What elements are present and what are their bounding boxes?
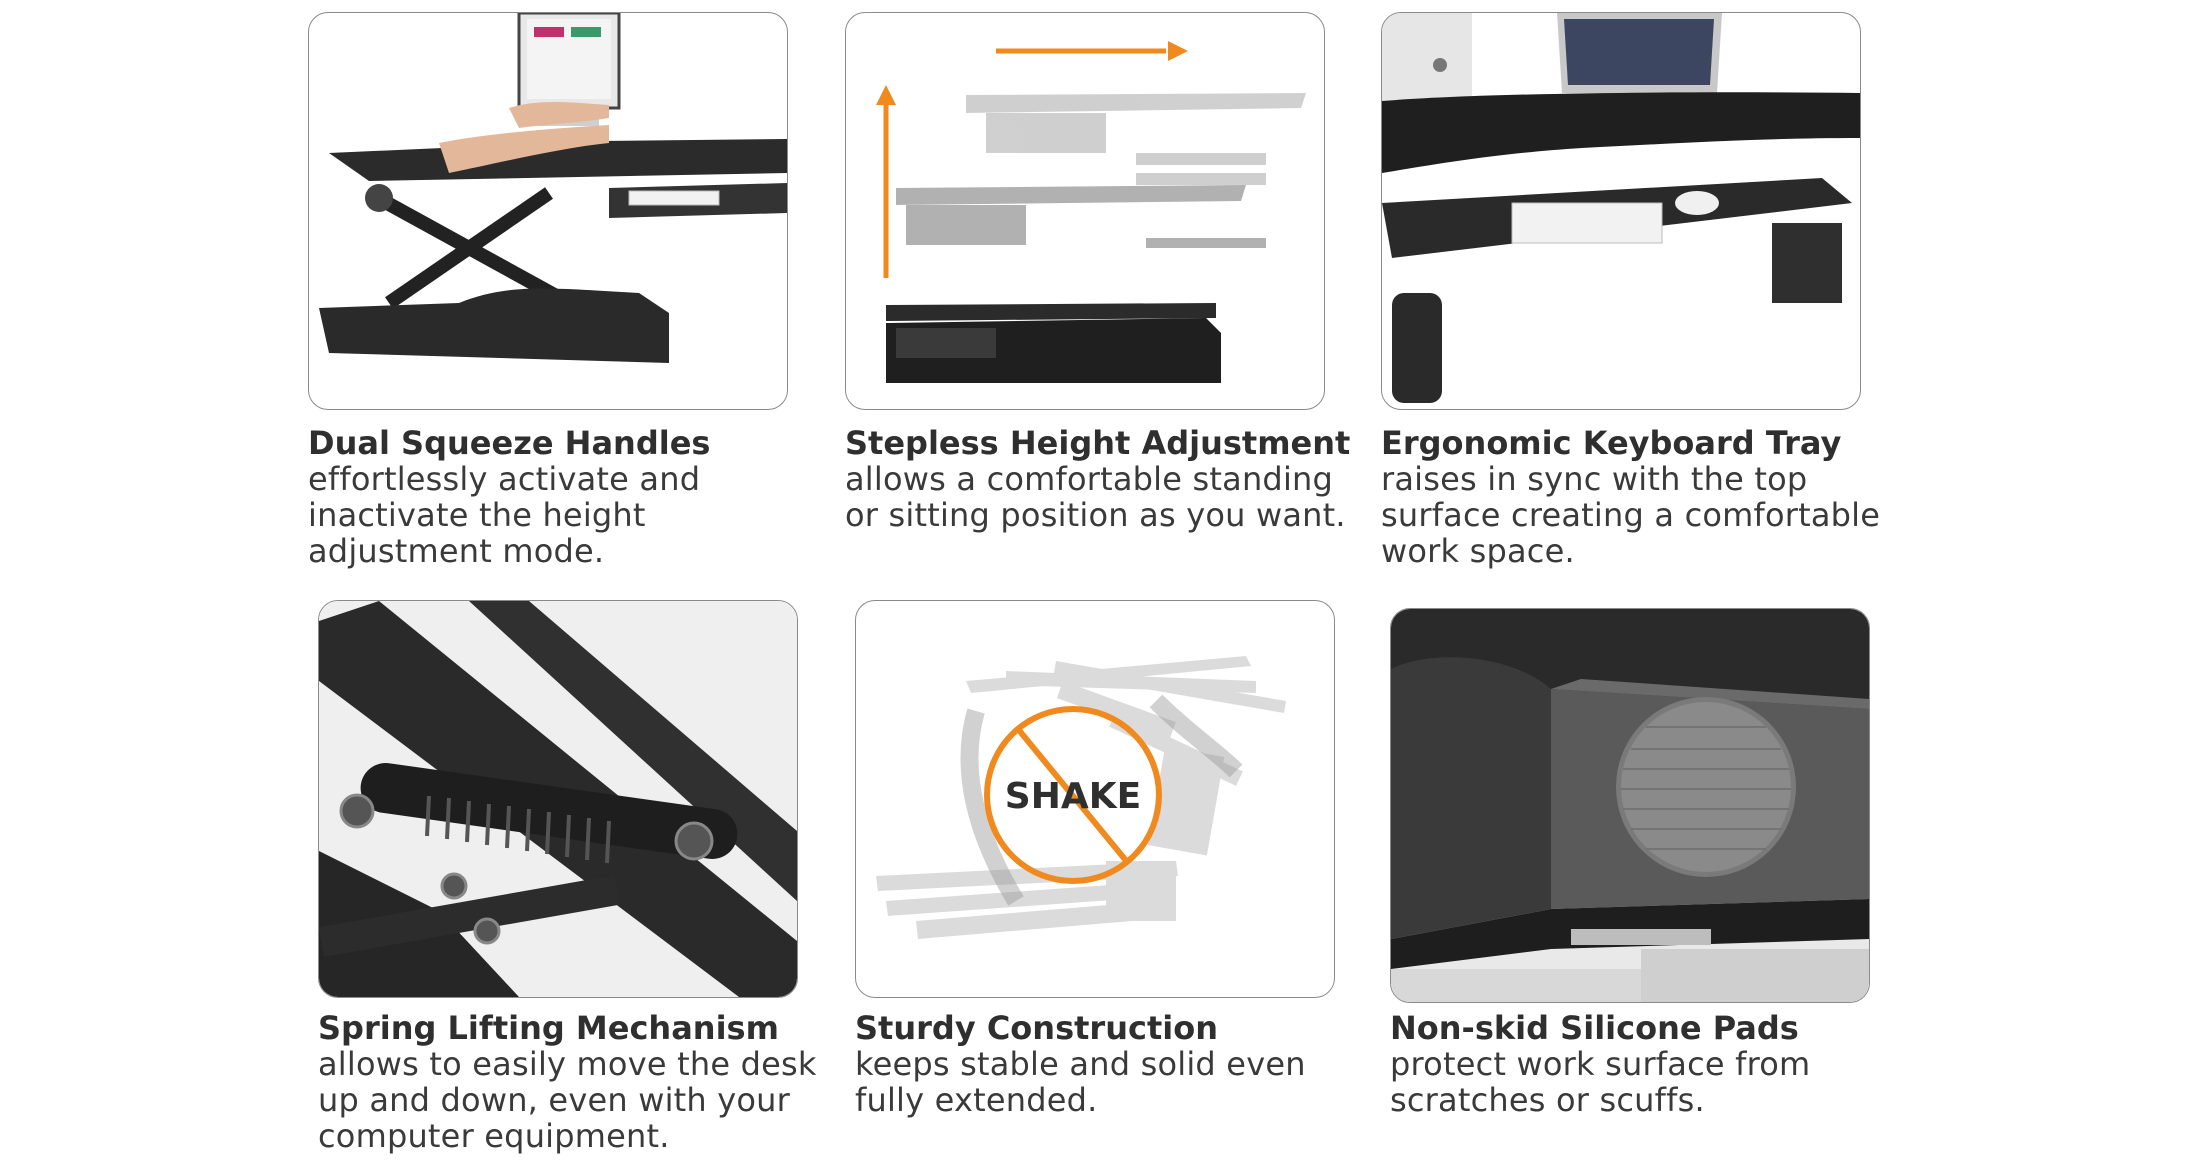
height-adjust-arrows-photo bbox=[876, 41, 1306, 383]
feature-caption: Dual Squeeze Handles effortlessly activa… bbox=[308, 425, 710, 569]
spring-mechanism-photo bbox=[319, 601, 797, 997]
feature-description-line: surface creating a comfortable bbox=[1381, 496, 1881, 534]
feature-description-line: effortlessly activate and bbox=[308, 460, 701, 498]
feature-description-line: adjustment mode. bbox=[308, 532, 605, 570]
feature-caption: Ergonomic Keyboard Tray raises in sync w… bbox=[1381, 425, 1880, 569]
keyboard-tray-photo bbox=[1382, 13, 1860, 403]
feature-caption: Sturdy Construction keeps stable and sol… bbox=[855, 1010, 1306, 1118]
feature-description-line: keeps stable and solid even bbox=[855, 1045, 1306, 1083]
feature-description-line: inactivate the height bbox=[308, 496, 646, 534]
feature-caption: Spring Lifting Mechanism allows to easil… bbox=[318, 1010, 817, 1154]
feature-description-line: protect work surface from bbox=[1390, 1045, 1811, 1083]
feature-image-frame bbox=[845, 12, 1325, 410]
feature-title: Sturdy Construction bbox=[855, 1009, 1218, 1047]
feature-title: Non-skid Silicone Pads bbox=[1390, 1009, 1799, 1047]
feature-title: Dual Squeeze Handles bbox=[308, 424, 711, 462]
feature-image-frame bbox=[318, 600, 798, 998]
feature-description-line: scratches or scuffs. bbox=[1390, 1081, 1705, 1119]
feature-title: Stepless Height Adjustment bbox=[845, 424, 1351, 462]
feature-description-line: allows a comfortable standing bbox=[845, 460, 1334, 498]
desk-riser-handles-photo bbox=[319, 13, 787, 363]
feature-image-frame bbox=[308, 12, 788, 410]
feature-image-frame bbox=[1390, 608, 1870, 1003]
feature-description-line: raises in sync with the top bbox=[1381, 460, 1808, 498]
feature-description-line: up and down, even with your bbox=[318, 1081, 791, 1119]
feature-image-frame: SHAKE bbox=[855, 600, 1335, 998]
shake-label: SHAKE bbox=[1005, 776, 1141, 817]
feature-description-line: computer equipment. bbox=[318, 1117, 670, 1155]
feature-image-frame bbox=[1381, 12, 1861, 410]
feature-title: Spring Lifting Mechanism bbox=[318, 1009, 779, 1047]
feature-caption: Stepless Height Adjustment allows a comf… bbox=[845, 425, 1350, 533]
no-shake-icon: SHAKE bbox=[876, 656, 1286, 939]
feature-title: Ergonomic Keyboard Tray bbox=[1381, 424, 1842, 462]
feature-description-line: fully extended. bbox=[855, 1081, 1098, 1119]
feature-description-line: or sitting position as you want. bbox=[845, 496, 1346, 534]
silicone-pad-photo bbox=[1391, 609, 1869, 1002]
feature-description-line: work space. bbox=[1381, 532, 1575, 570]
feature-caption: Non-skid Silicone Pads protect work surf… bbox=[1390, 1010, 1810, 1118]
feature-description-line: allows to easily move the desk bbox=[318, 1045, 817, 1083]
